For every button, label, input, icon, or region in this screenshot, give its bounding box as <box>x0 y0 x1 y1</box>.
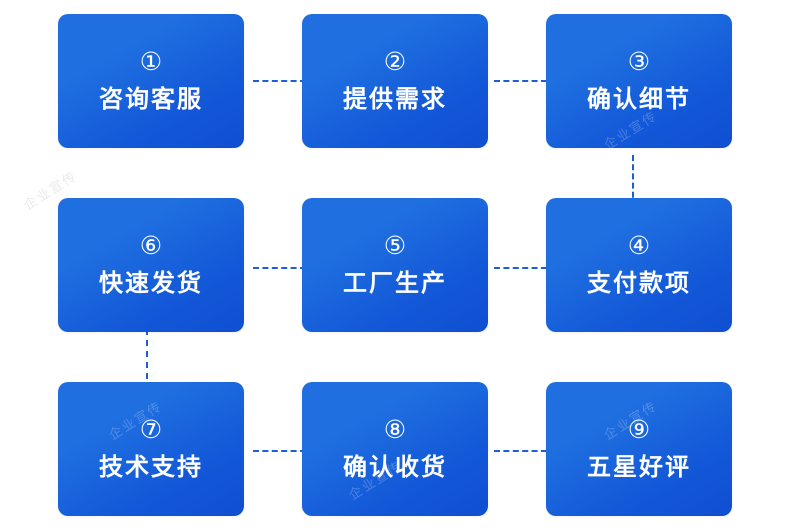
connector-7-8 <box>253 450 306 452</box>
step-card-9[interactable]: ⑨ 五星好评 <box>546 382 732 516</box>
step-label-6: 快速发货 <box>99 270 203 297</box>
step-card-4[interactable]: ④ 支付款项 <box>546 198 732 332</box>
step-label-3: 确认细节 <box>587 86 691 113</box>
step-label-4: 支付款项 <box>587 270 691 297</box>
step-card-7[interactable]: ⑦ 技术支持 <box>58 382 244 516</box>
step-card-5[interactable]: ⑤ 工厂生产 <box>302 198 488 332</box>
step-number-1: ① <box>139 48 163 76</box>
step-label-5: 工厂生产 <box>343 270 447 297</box>
step-card-8[interactable]: ⑧ 确认收货 <box>302 382 488 516</box>
connector-4-5 <box>494 267 547 269</box>
step-number-2: ② <box>383 48 407 76</box>
step-label-9: 五星好评 <box>587 454 691 481</box>
step-card-3[interactable]: ③ 确认细节 <box>546 14 732 148</box>
connector-6-7 <box>146 329 148 379</box>
step-number-9: ⑨ <box>627 416 651 444</box>
step-card-2[interactable]: ② 提供需求 <box>302 14 488 148</box>
connector-3-4 <box>632 155 634 207</box>
step-label-8: 确认收货 <box>343 454 447 481</box>
step-label-7: 技术支持 <box>99 454 203 481</box>
step-label-2: 提供需求 <box>343 86 447 113</box>
connector-8-9 <box>494 450 547 452</box>
step-label-1: 咨询客服 <box>99 86 203 113</box>
step-number-3: ③ <box>627 48 651 76</box>
connector-1-2 <box>253 80 306 82</box>
connector-5-6 <box>253 267 306 269</box>
step-number-5: ⑤ <box>383 232 407 260</box>
connector-2-3 <box>494 80 547 82</box>
step-number-7: ⑦ <box>139 416 163 444</box>
step-number-4: ④ <box>627 232 651 260</box>
step-number-8: ⑧ <box>383 416 407 444</box>
step-number-6: ⑥ <box>139 232 163 260</box>
step-card-1[interactable]: ① 咨询客服 <box>58 14 244 148</box>
step-card-6[interactable]: ⑥ 快速发货 <box>58 198 244 332</box>
